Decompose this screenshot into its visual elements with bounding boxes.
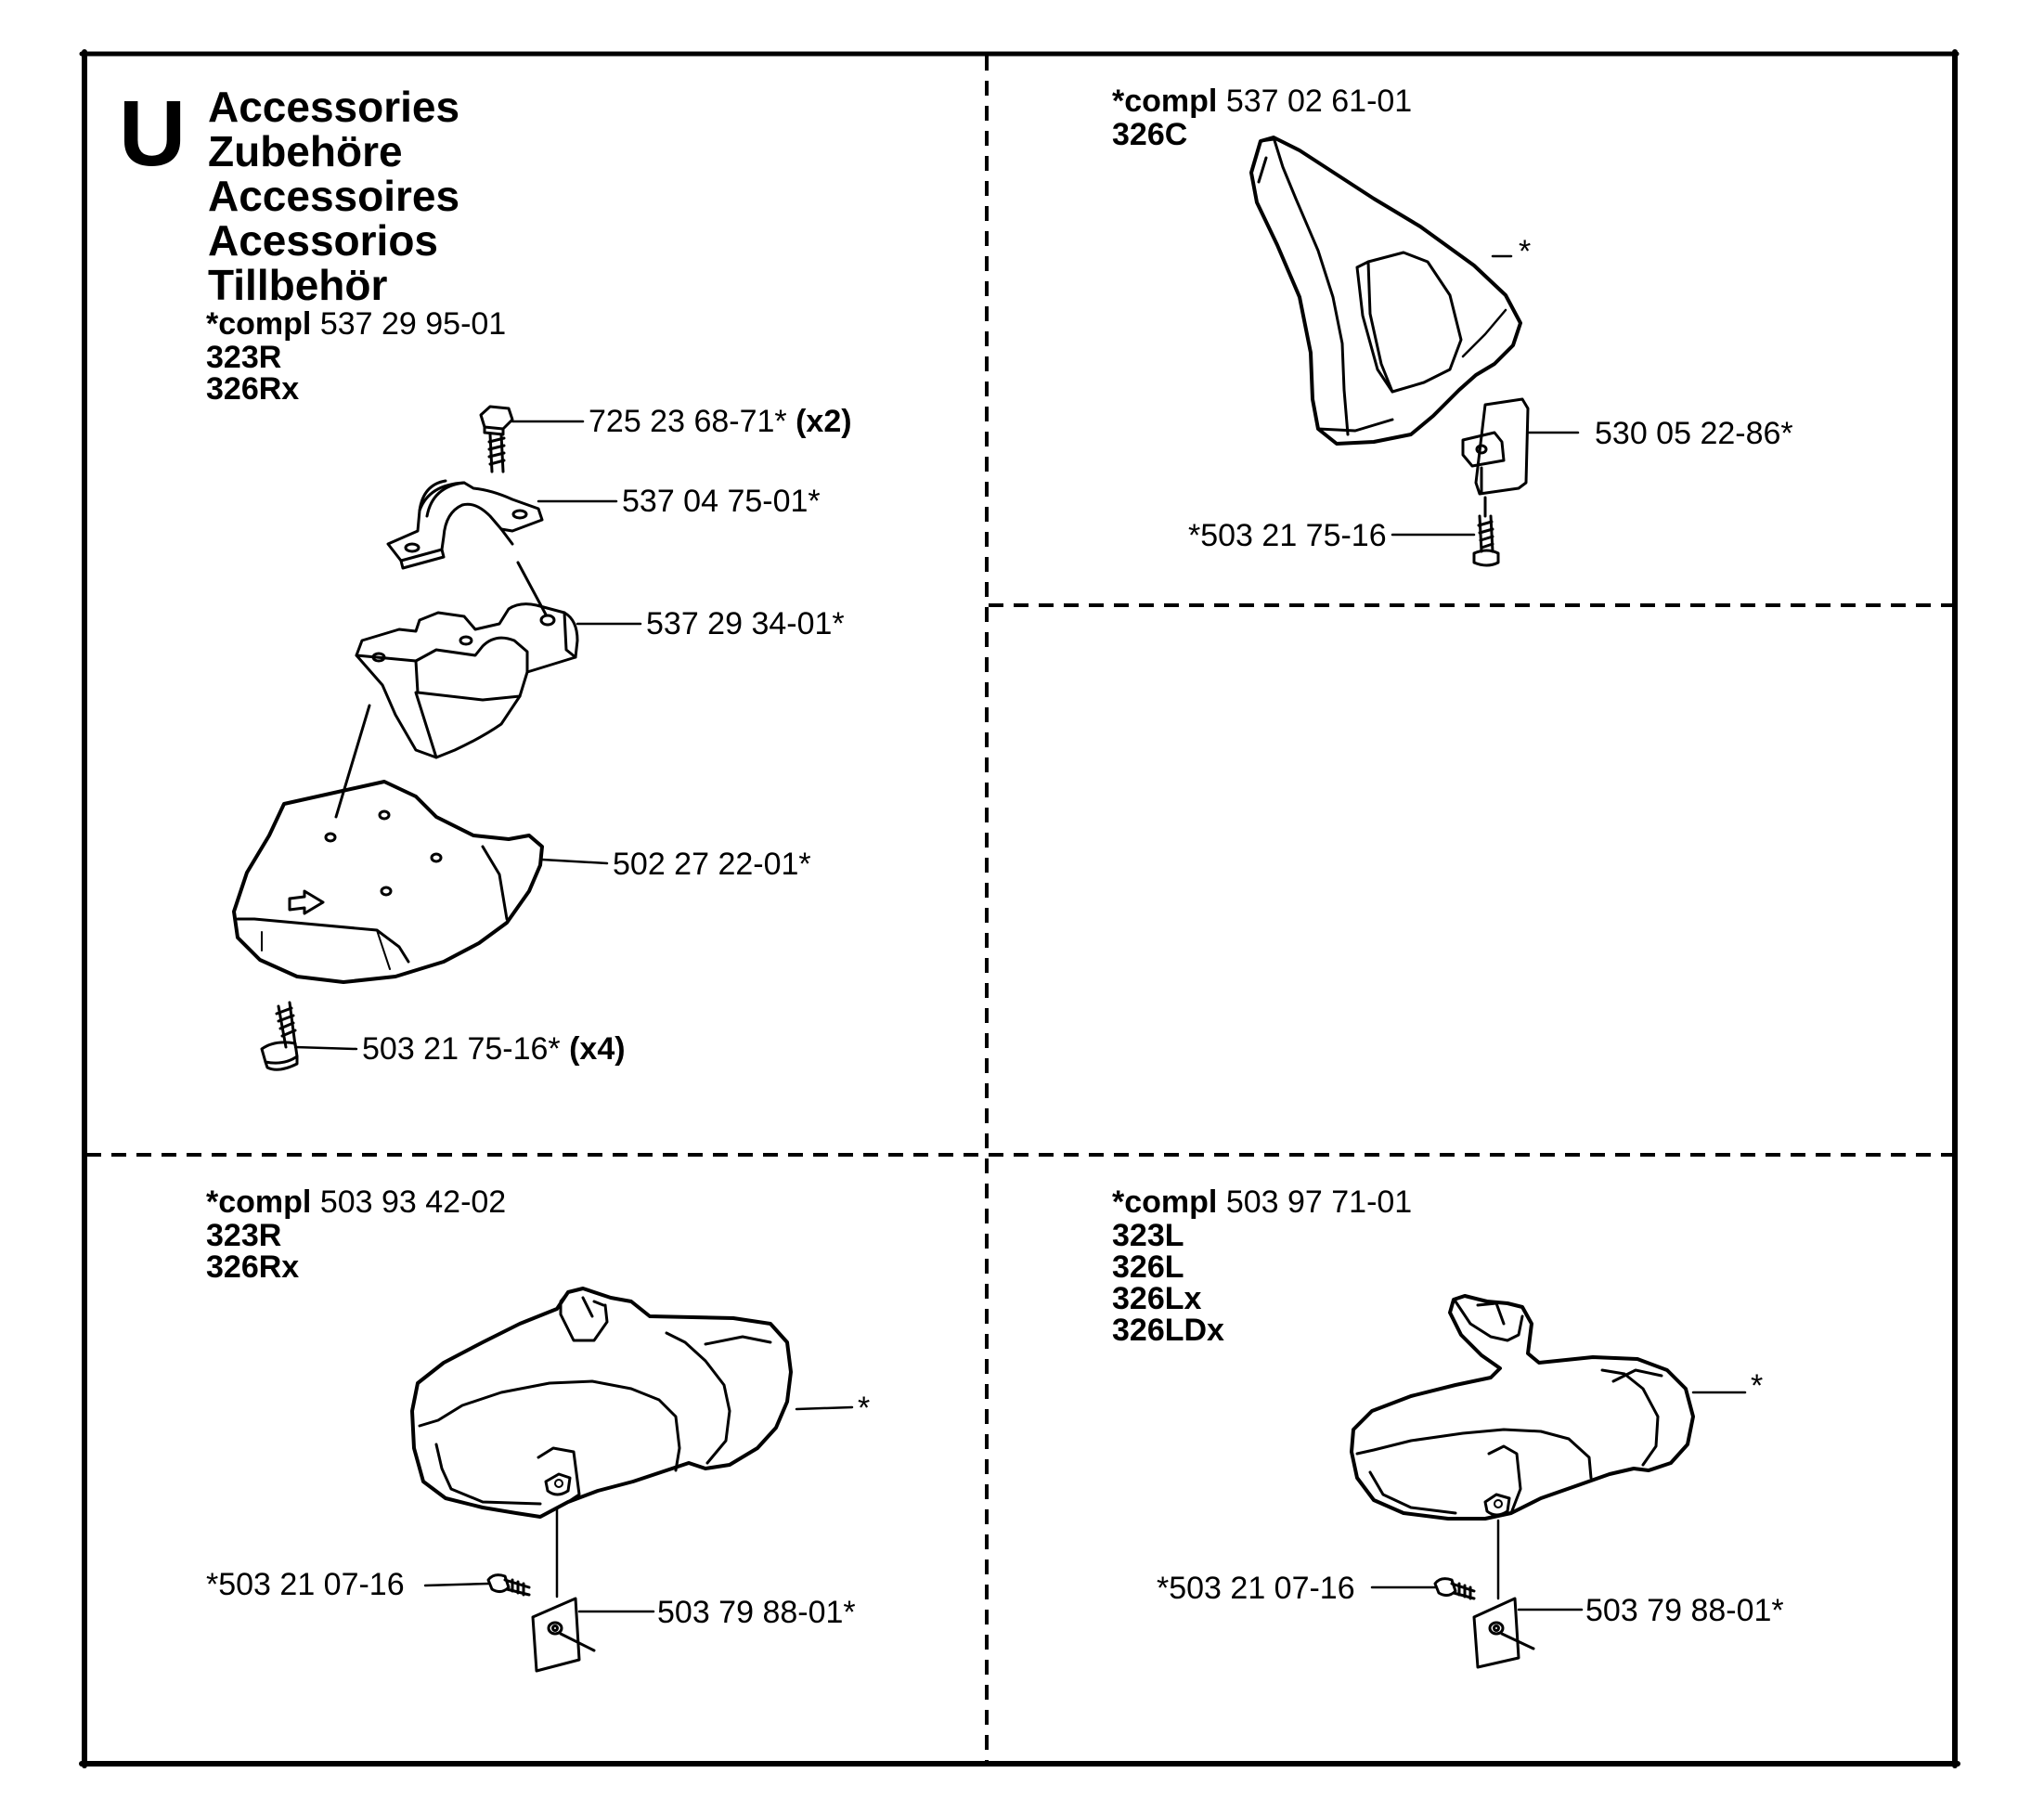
guard-502-27-22-01 xyxy=(232,780,544,984)
screw-503-21-75-16-tr xyxy=(1391,496,1500,567)
bracket-530-05-22-86 xyxy=(1461,397,1580,496)
br-part-label-503-21-07-16: *503 21 07-16 xyxy=(1157,1571,1355,1606)
part-label-502-27-22-01: 502 27 22-01* xyxy=(613,847,811,882)
br-part-label-guard: * xyxy=(1751,1368,1764,1404)
section-title-fr: Accessoires xyxy=(208,172,460,220)
screw-503-21-07-16-bl xyxy=(423,1506,559,1598)
bl-part-label-guard: * xyxy=(858,1391,871,1426)
plate-503-79-88-01-br xyxy=(1472,1597,1584,1669)
guard-503-97-71-01 xyxy=(1350,1294,1747,1521)
section-title-sv: Tillbehör xyxy=(208,261,388,309)
br-compl-line: *compl 503 97 71-01 xyxy=(1112,1184,1413,1220)
br-compl-number: 503 97 71-01 xyxy=(1225,1184,1413,1220)
compl-prefix: *compl xyxy=(206,306,312,342)
bl-part-label-503-21-07-16: *503 21 07-16 xyxy=(206,1567,405,1602)
tl-compl-line: *compl 537 29 95-01 xyxy=(206,308,506,340)
section-title-en: Accessories xyxy=(208,83,460,131)
section-title-pt: Acessorios xyxy=(208,216,439,265)
br-model-3: 326Lx xyxy=(1112,1281,1202,1316)
part-label-503-21-75-16: 503 21 75-16* (x4) xyxy=(362,1031,626,1067)
part-label-725-23-68-71: 725 23 68-71* (x2) xyxy=(589,404,852,439)
bl-compl-line: *compl 503 93 42-02 xyxy=(206,1184,507,1220)
clamp-537-04-75-01 xyxy=(386,479,544,570)
bl-part-label-503-79-88-01: 503 79 88-01* xyxy=(657,1595,856,1630)
tl-model-1: 323R xyxy=(206,340,282,375)
tr-part-label-503-21-75-16: *503 21 75-16 xyxy=(1188,518,1387,553)
tr-part-label-530-05-22-86: 530 05 22-86* xyxy=(1595,416,1793,451)
br-model-4: 326LDx xyxy=(1112,1313,1224,1348)
guard-503-93-42-02 xyxy=(410,1287,854,1519)
tr-part-label-guard: * xyxy=(1519,234,1532,269)
leader-lines-top-left xyxy=(293,420,642,1051)
tl-model-2: 326Rx xyxy=(206,371,300,407)
plate-503-79-88-01-bl xyxy=(531,1597,655,1673)
section-title-de: Zubehöre xyxy=(208,127,403,175)
tr-model-1: 326C xyxy=(1112,117,1188,152)
frame-border xyxy=(79,49,1960,1768)
tr-compl-number: 537 02 61-01 xyxy=(1225,84,1413,119)
bl-model-2: 326Rx xyxy=(206,1249,300,1285)
part-label-537-04-75-01: 537 04 75-01* xyxy=(622,484,821,519)
screw-503-21-07-16-br xyxy=(1370,1519,1500,1600)
part-label-537-29-34-01: 537 29 34-01* xyxy=(646,606,845,641)
screw-503-21-75-16 xyxy=(260,1001,299,1071)
guard-326c xyxy=(1249,136,1522,446)
tl-compl-number: 537 29 95-01 xyxy=(319,306,507,342)
bl-model-1: 323R xyxy=(206,1218,282,1253)
bolt-725-23-68-71 xyxy=(479,405,514,473)
panel-dividers xyxy=(86,56,1953,1762)
br-model-1: 323L xyxy=(1112,1218,1184,1253)
tr-compl-line: *compl 537 02 61-01 xyxy=(1112,84,1413,119)
br-model-2: 326L xyxy=(1112,1249,1184,1285)
br-part-label-503-79-88-01: 503 79 88-01* xyxy=(1585,1593,1784,1628)
section-letter: U xyxy=(119,82,187,186)
bl-compl-number: 503 93 42-02 xyxy=(319,1184,507,1220)
mount-537-29-34-01 xyxy=(334,561,579,819)
